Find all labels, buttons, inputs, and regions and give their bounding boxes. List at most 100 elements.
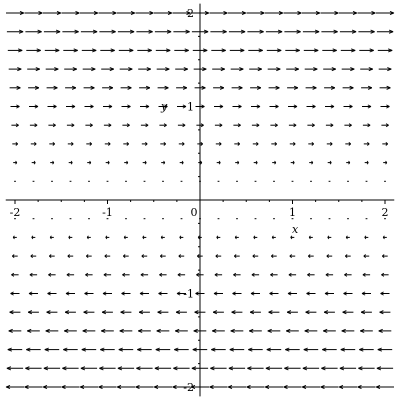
field-arrow <box>155 48 171 53</box>
field-arrow <box>264 384 283 390</box>
field-arrow <box>154 10 173 16</box>
y-axis-label: y <box>160 100 168 113</box>
field-arrow <box>24 384 43 390</box>
field-arrow <box>269 291 279 296</box>
field-arrow <box>211 48 226 53</box>
field-arrow <box>249 328 262 333</box>
field-arrow <box>346 160 351 165</box>
field-arrow <box>267 67 281 72</box>
field-arrow <box>172 384 191 390</box>
field-arrow <box>30 141 37 146</box>
field-arrow <box>67 254 74 259</box>
field-arrow <box>175 310 187 315</box>
field-arrow <box>122 272 130 277</box>
field-arrow <box>179 235 184 240</box>
field-arrow <box>123 141 129 146</box>
field-arrow <box>84 104 94 109</box>
field-arrow <box>27 310 39 315</box>
field-arrow <box>234 254 240 259</box>
field-arrow <box>214 123 223 128</box>
field-arrow <box>178 254 185 259</box>
field-arrow <box>229 347 245 352</box>
field-arrow <box>105 160 110 165</box>
field-arrow <box>85 123 93 128</box>
field-arrow <box>157 310 169 315</box>
field-arrow <box>158 291 168 296</box>
field-arrow <box>379 310 391 315</box>
field-arrow <box>43 29 61 34</box>
field-arrow <box>309 160 314 165</box>
field-arrow <box>342 310 354 315</box>
field-arrow <box>285 48 300 53</box>
field-arrow <box>233 123 241 128</box>
field-arrow <box>270 123 278 128</box>
field-arrow <box>359 48 374 53</box>
field-arrow <box>288 272 297 277</box>
field-arrow <box>100 48 115 53</box>
field-arrow <box>161 160 166 165</box>
field-arrow <box>101 328 114 333</box>
field-arrow <box>271 235 276 240</box>
field-arrow <box>286 310 298 315</box>
field-arrow <box>308 235 313 240</box>
field-arrow <box>135 10 154 16</box>
field-arrow <box>104 141 111 146</box>
field-arrow <box>62 366 79 371</box>
x-tick-label: -1 <box>102 206 113 219</box>
field-arrow <box>9 85 21 90</box>
field-arrow <box>47 291 57 296</box>
field-arrow <box>66 272 75 277</box>
field-arrow <box>11 123 19 128</box>
field-arrow <box>45 328 59 333</box>
field-arrow <box>27 328 40 333</box>
field-arrow <box>228 29 246 34</box>
field-arrow <box>234 141 240 146</box>
field-arrow <box>102 291 112 296</box>
field-arrow <box>252 141 259 146</box>
field-arrow <box>85 272 93 277</box>
field-arrow <box>324 291 334 296</box>
field-arrow <box>177 123 186 128</box>
field-arrow <box>120 85 132 90</box>
field-arrow <box>176 85 188 90</box>
field-arrow <box>321 29 338 34</box>
field-arrow <box>231 310 243 315</box>
field-arrow <box>12 235 17 240</box>
field-arrow <box>339 366 357 371</box>
field-arrow <box>64 67 77 72</box>
field-arrow <box>288 123 297 128</box>
field-arrow <box>343 104 353 109</box>
field-arrow <box>382 235 387 240</box>
field-arrow <box>156 328 170 333</box>
field-arrow <box>45 67 59 72</box>
field-arrow <box>326 141 333 146</box>
field-arrow <box>211 347 226 352</box>
field-arrow <box>99 29 116 34</box>
field-arrow <box>30 254 37 259</box>
field-arrow <box>63 48 78 53</box>
field-arrow <box>253 160 258 165</box>
field-arrow <box>213 291 223 296</box>
field-arrow <box>28 291 38 296</box>
field-arrow <box>138 328 151 333</box>
field-arrow <box>265 366 283 371</box>
field-arrow <box>141 254 148 259</box>
field-arrow <box>47 104 57 109</box>
field-arrow <box>118 347 134 352</box>
field-arrow <box>124 160 129 165</box>
field-arrow <box>209 384 228 390</box>
field-arrow <box>178 141 185 146</box>
field-arrow <box>376 366 394 371</box>
field-arrow <box>160 235 165 240</box>
field-arrow <box>376 29 394 34</box>
field-arrow <box>376 10 395 16</box>
field-arrow <box>212 67 225 72</box>
field-arrow <box>6 29 24 34</box>
field-arrow <box>174 48 189 53</box>
field-arrow <box>83 310 95 315</box>
field-arrow <box>360 310 372 315</box>
field-arrow <box>28 85 40 90</box>
field-arrow <box>267 328 281 333</box>
